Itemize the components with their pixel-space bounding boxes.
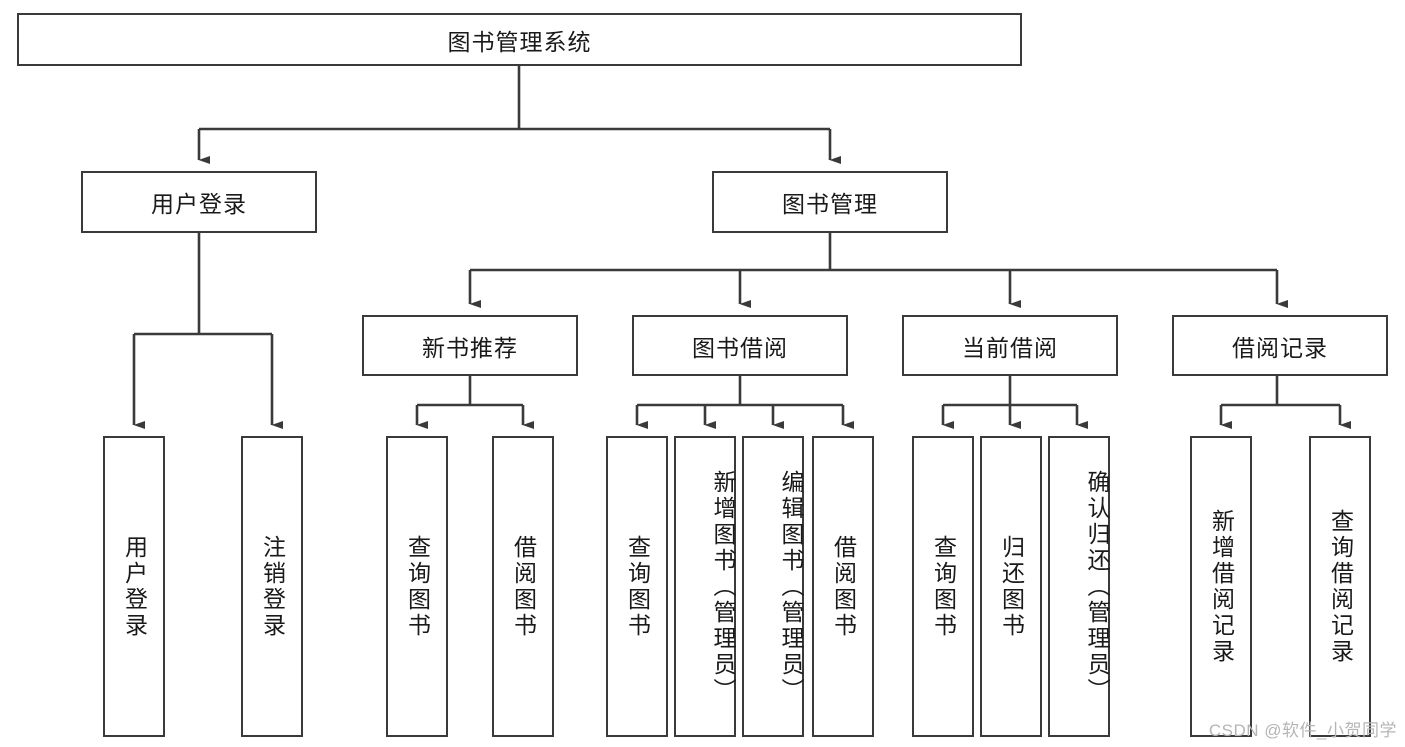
node-leaf-query-book-1-label: 查询图书 [404,534,431,639]
node-book-management-label: 图书管理 [782,191,878,217]
node-leaf-query-record-label: 查询借阅记录 [1327,508,1354,665]
node-leaf-add-record-label: 新增借阅记录 [1208,508,1235,665]
node-current-borrow[interactable]: 当前借阅 [902,315,1118,376]
node-leaf-return-book-label: 归还图书 [998,534,1025,639]
node-leaf-edit-book-label: 编辑图书（管理员） [778,469,804,704]
node-leaf-user-login[interactable]: 用户登录 [103,436,165,737]
node-leaf-add-book[interactable]: 新增图书（管理员） [674,436,736,737]
node-leaf-logout-login[interactable]: 注销登录 [241,436,303,737]
node-leaf-query-book-2-label: 查询图书 [624,534,651,639]
node-leaf-add-book-label: 新增图书（管理员） [710,469,736,704]
node-leaf-query-book-3[interactable]: 查询图书 [912,436,974,737]
node-root-label: 图书管理系统 [447,28,592,55]
node-leaf-user-login-label: 用户登录 [121,534,148,639]
node-book-management[interactable]: 图书管理 [712,171,948,233]
node-leaf-borrow-book-1[interactable]: 借阅图书 [492,436,554,737]
node-leaf-query-book-1[interactable]: 查询图书 [386,436,448,737]
node-new-book-recommend-label: 新书推荐 [422,334,518,361]
node-borrow-record-label: 借阅记录 [1232,334,1328,361]
node-leaf-query-book-3-label: 查询图书 [930,534,957,639]
node-book-borrow[interactable]: 图书借阅 [632,315,848,376]
node-leaf-add-record[interactable]: 新增借阅记录 [1190,436,1252,737]
node-leaf-borrow-book-1-label: 借阅图书 [510,534,537,639]
node-leaf-borrow-book-2[interactable]: 借阅图书 [812,436,874,737]
node-leaf-return-book[interactable]: 归还图书 [980,436,1042,737]
node-leaf-query-record[interactable]: 查询借阅记录 [1309,436,1371,737]
node-leaf-borrow-book-2-label: 借阅图书 [830,534,857,639]
node-root[interactable]: 图书管理系统 [17,13,1022,66]
node-leaf-edit-book[interactable]: 编辑图书（管理员） [742,436,804,737]
node-book-borrow-label: 图书借阅 [692,334,788,361]
node-leaf-query-book-2[interactable]: 查询图书 [606,436,668,737]
node-user-login[interactable]: 用户登录 [81,171,317,233]
node-leaf-confirm-return[interactable]: 确认归还（管理员） [1048,436,1110,737]
csdn-watermark: CSDN @软件_小贺同学 [1208,721,1397,740]
node-leaf-confirm-return-label: 确认归还（管理员） [1084,469,1110,704]
node-current-borrow-label: 当前借阅 [962,334,1058,361]
node-leaf-logout-login-label: 注销登录 [259,534,286,639]
node-new-book-recommend[interactable]: 新书推荐 [362,315,578,376]
node-borrow-record[interactable]: 借阅记录 [1172,315,1388,376]
node-user-login-label: 用户登录 [151,191,247,217]
